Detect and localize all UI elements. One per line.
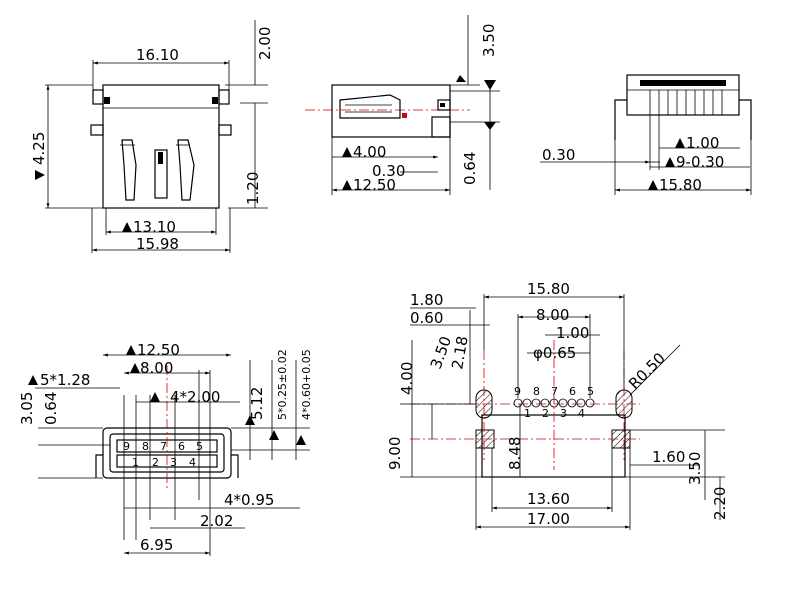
dim-5x1-28: 5*1.28	[40, 371, 90, 389]
dim-15-98: 15.98	[136, 235, 179, 253]
dim-1-00-fp: 1.00	[556, 324, 589, 342]
svg-text:1: 1	[524, 407, 531, 420]
svg-text:1: 1	[132, 456, 139, 469]
dim-2-20: 2.20	[711, 487, 729, 520]
pin-holes	[513, 398, 595, 408]
dim-1-00: 1.00	[686, 134, 719, 152]
svg-text:9: 9	[123, 440, 130, 453]
dim-17-00: 17.00	[527, 510, 570, 528]
svg-text:8: 8	[142, 440, 149, 453]
right-contact	[177, 139, 195, 201]
svg-text:5: 5	[196, 440, 203, 453]
dim-2-18: 2.18	[448, 335, 472, 371]
dim-0-30-rear: 0.30	[542, 146, 575, 164]
bl-pin-labels-top: 9 8 7 6 5	[123, 440, 203, 453]
right-tab	[218, 89, 230, 105]
dim-13-10: 13.10	[133, 218, 176, 236]
bl-pin-labels-bottom: 1 2 3 4	[132, 456, 196, 469]
dim-4-00-fp: 4.00	[398, 362, 416, 395]
dim-3-05: 3.05	[18, 392, 36, 425]
svg-text:3: 3	[170, 456, 177, 469]
connector-body-front	[102, 84, 220, 209]
connector-opening	[102, 427, 232, 479]
dim-8-00-bl: 8.00	[140, 359, 173, 377]
dim-12-50: 12.50	[353, 176, 396, 194]
dim-1-80: 1.80	[410, 291, 443, 309]
rear-pins	[649, 90, 723, 115]
svg-text:4: 4	[578, 407, 585, 420]
svg-text:2: 2	[542, 407, 549, 420]
svg-text:5: 5	[587, 385, 594, 398]
dim-8-48: 8.48	[506, 437, 524, 470]
right-clip	[218, 124, 232, 136]
top-left-view: 16.10 2.00 4.25 1.20 13.10 15.98	[30, 20, 274, 253]
connector-body-rear	[626, 74, 740, 116]
dim-15-80-fp: 15.80	[527, 280, 570, 298]
dim-13-60: 13.60	[527, 490, 570, 508]
dim-hole: φ0.65	[533, 344, 576, 362]
br-pin-labels-top: 9 8 7 6 5	[514, 385, 594, 398]
svg-text:6: 6	[178, 440, 185, 453]
left-clip	[90, 124, 104, 136]
svg-text:2: 2	[152, 456, 159, 469]
side-contact	[339, 94, 401, 119]
dim-3-50: 3.50	[480, 24, 498, 57]
dim-0-64-bl: 0.64	[42, 392, 60, 425]
svg-text:7: 7	[551, 385, 558, 398]
dim-6-95: 6.95	[140, 536, 173, 554]
footprint-outline	[481, 414, 626, 478]
dim-16-10: 16.10	[136, 46, 179, 64]
connector-body-side	[331, 84, 451, 138]
dim-15-80-rear: 15.80	[659, 176, 702, 194]
top-right-view: 1.00 0.30 9-0.30 15.80	[540, 74, 752, 195]
dim-4-00: 4.00	[353, 143, 386, 161]
svg-text:4: 4	[189, 456, 196, 469]
svg-text:7: 7	[160, 440, 167, 453]
dim-1-20: 1.20	[244, 172, 262, 205]
dim-r0-50: R0.50	[625, 349, 669, 393]
left-tab	[92, 89, 104, 105]
dim-3-50-right: 3.50	[686, 452, 704, 485]
center-tongue	[154, 149, 168, 199]
dim-0-30: 0.30	[372, 162, 405, 180]
dim-4x0-95: 4*0.95	[224, 491, 274, 509]
svg-text:6: 6	[569, 385, 576, 398]
bottom-left-view: 9 8 7 6 5 1 2 3 4 12.50 8.00 4*2.00 5*1.…	[18, 341, 313, 556]
svg-text:8: 8	[533, 385, 540, 398]
dim-0-60: 0.60	[410, 309, 443, 327]
svg-text:3: 3	[560, 407, 567, 420]
top-middle-view: 3.50 0.64 4.00 0.30 12.50	[305, 15, 500, 195]
dim-12-50-bl: 12.50	[137, 341, 180, 359]
dim-9-00: 9.00	[386, 437, 404, 470]
dim-4x2-00: 4*2.00	[170, 388, 220, 406]
dim-8-00-fp: 8.00	[536, 306, 569, 324]
dim-5x0-25: 5*0.25±0.02	[276, 349, 289, 420]
left-contact	[121, 139, 137, 201]
dim-4-25: 4.25	[30, 132, 48, 165]
br-pin-labels-bottom: 1 2 3 4	[524, 407, 585, 420]
bottom-right-view: 9 8 7 6 5 1 2 3 4 15.80 8.00 1.00 φ0.65 …	[386, 280, 729, 530]
svg-text:9: 9	[514, 385, 521, 398]
dim-2-02: 2.02	[200, 512, 233, 530]
dim-1-60: 1.60	[652, 448, 685, 466]
dim-4x0-60: 4*0.60+0.05	[300, 349, 313, 420]
dim-5-12: 5.12	[248, 387, 266, 420]
dim-0-64: 0.64	[461, 152, 479, 185]
dim-9-0-30: 9-0.30	[676, 153, 724, 171]
dim-2-00: 2.00	[256, 27, 274, 60]
